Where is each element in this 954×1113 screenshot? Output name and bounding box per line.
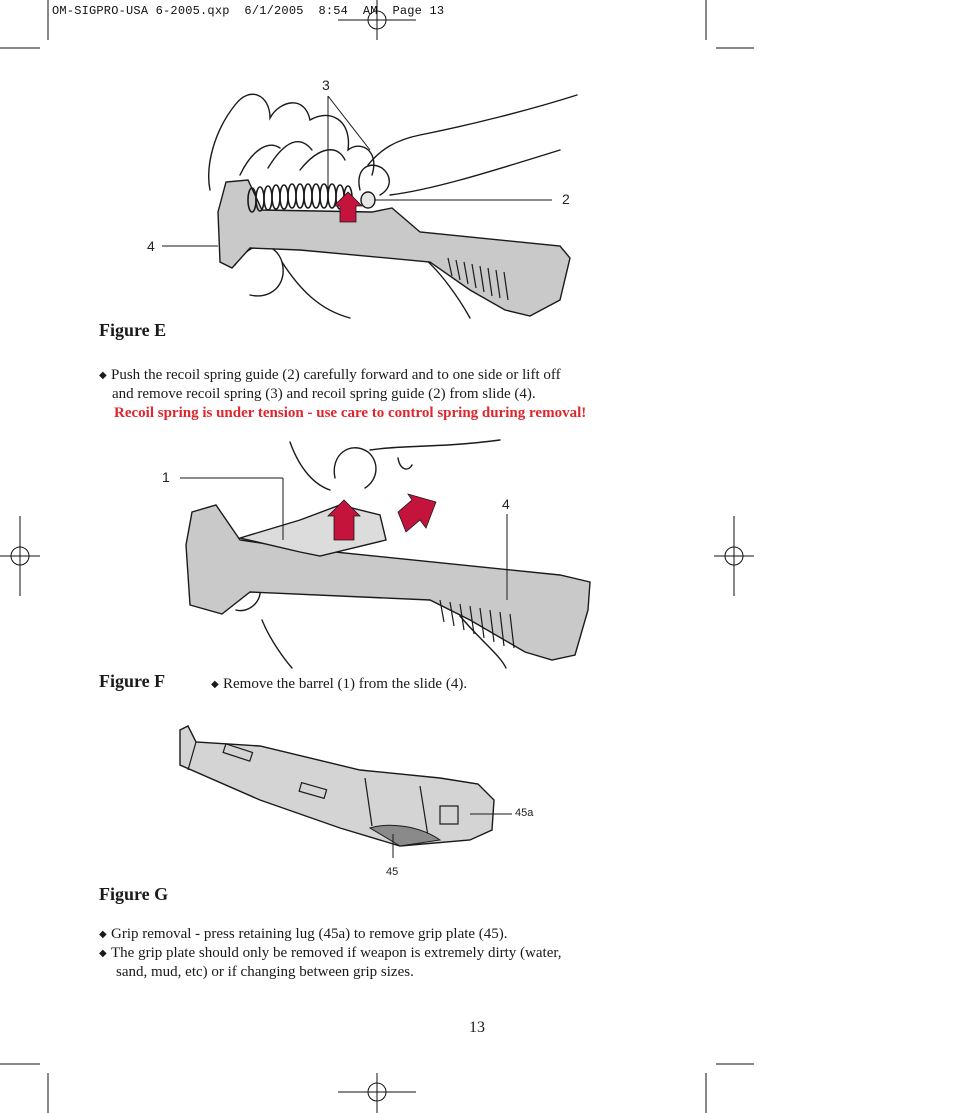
figure-f-instructions: ◆ Remove the barrel (1) from the slide (4… [211, 675, 467, 694]
print-slug: OM-SIGPRO-USA 6-2005.qxp 6/1/2005 8:54 A… [52, 4, 444, 18]
callout-4: 4 [147, 238, 155, 254]
figure-f-caption: Figure F [99, 671, 166, 691]
crosshair-registration-icon [714, 516, 754, 596]
slug-right: AM Page 13 [362, 4, 445, 18]
warning-text: Recoil spring is under tension - use car… [114, 405, 587, 421]
callout-1: 1 [162, 469, 170, 485]
figure-g-caption: Figure G [99, 884, 169, 904]
instruction-line: The grip plate should only be removed if… [111, 945, 562, 961]
instruction-line: and remove recoil spring (3) and recoil … [112, 386, 536, 402]
crosshair-registration-icon [338, 1073, 416, 1113]
grip-plate [368, 824, 442, 847]
figure-g-instructions: ◆ Grip removal - press retaining lug (45a… [99, 925, 562, 982]
instruction-line: sand, mud, etc) or if changing between g… [116, 964, 414, 980]
diamond-bullet-icon: ◆ [99, 929, 107, 940]
direction-arrow-icon [327, 499, 361, 541]
diamond-bullet-icon: ◆ [211, 679, 219, 690]
callout-2: 2 [562, 191, 570, 207]
instruction-line: Remove the barrel (1) from the slide (4)… [223, 676, 468, 692]
slide-body [185, 504, 591, 661]
frame-body [179, 725, 495, 847]
instruction-line: Grip removal - press retaining lug (45a)… [111, 926, 508, 942]
diamond-bullet-icon: ◆ [99, 948, 107, 959]
diamond-bullet-icon: ◆ [99, 370, 107, 381]
figure-e-caption: Figure E [99, 320, 167, 340]
slug-left: OM-SIGPRO-USA 6-2005.qxp 6/1/2005 8:54 [52, 4, 349, 18]
crosshair-registration-icon [338, 0, 416, 40]
crosshair-registration-icon [0, 516, 40, 596]
direction-arrow-icon [397, 493, 437, 533]
callout-45: 45 [386, 866, 399, 878]
callout-45a: 45a [515, 807, 534, 819]
callout-4: 4 [502, 496, 510, 512]
instruction-line: Push the recoil spring guide (2) careful… [111, 367, 561, 383]
direction-arrow-icon [333, 191, 363, 223]
callout-3: 3 [322, 77, 330, 93]
figure-e-instructions: ◆ Push the recoil spring guide (2) carefu… [99, 366, 586, 423]
page-number: 13 [469, 1019, 485, 1036]
